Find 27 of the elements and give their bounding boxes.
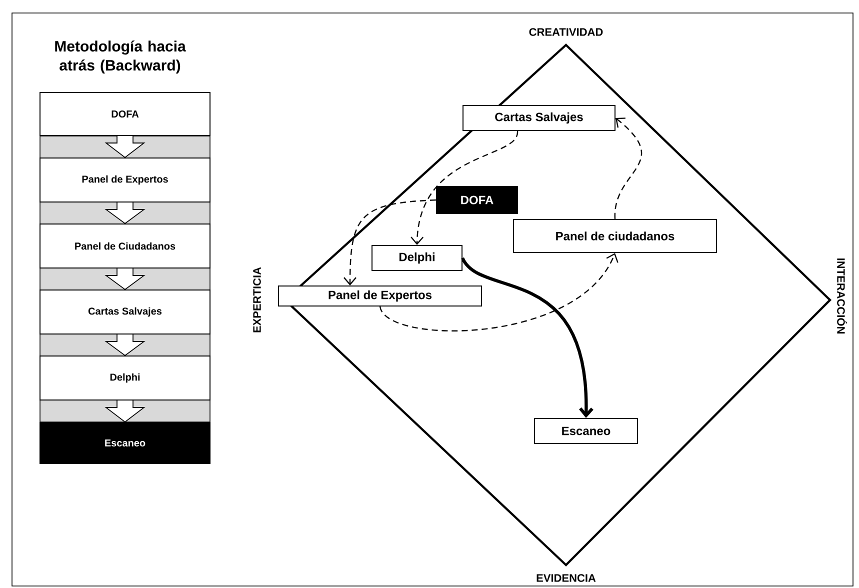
method-box: DOFA — [436, 186, 518, 214]
block-arrow — [104, 334, 146, 356]
step-box: Cartas Salvajes — [40, 290, 210, 334]
axis-label: INTERACCIÓN — [837, 258, 847, 334]
step-box: Escaneo — [40, 422, 210, 464]
block-arrow — [104, 136, 146, 158]
title: Metodología hacia atrás (Backward) — [55, 40, 186, 74]
dashed-arrow — [410, 130, 518, 245]
method-box: Panel de ciudadanos — [513, 219, 717, 253]
step-box: DOFA — [40, 92, 210, 136]
step-box: Panel de Expertos — [40, 158, 210, 202]
block-arrow — [104, 202, 146, 224]
axis-label: EVIDENCIA — [536, 574, 596, 582]
dashed-arrow — [344, 199, 436, 286]
method-box: Panel de Expertos — [278, 286, 482, 306]
method-box: Delphi — [372, 245, 462, 271]
axis-label: CREATIVIDAD — [529, 28, 603, 36]
step-box: Delphi — [40, 356, 210, 400]
block-arrow — [104, 400, 146, 423]
dashed-arrow — [379, 253, 618, 332]
step-box: Panel de Ciudadanos — [40, 224, 210, 268]
arrow — [461, 257, 594, 418]
method-box: Cartas Salvajes — [462, 105, 616, 131]
dashed-arrow — [614, 118, 642, 220]
method-box: Escaneo — [534, 418, 638, 444]
block-arrow — [104, 268, 146, 290]
axis-label: EXPERTICIA — [253, 267, 261, 332]
